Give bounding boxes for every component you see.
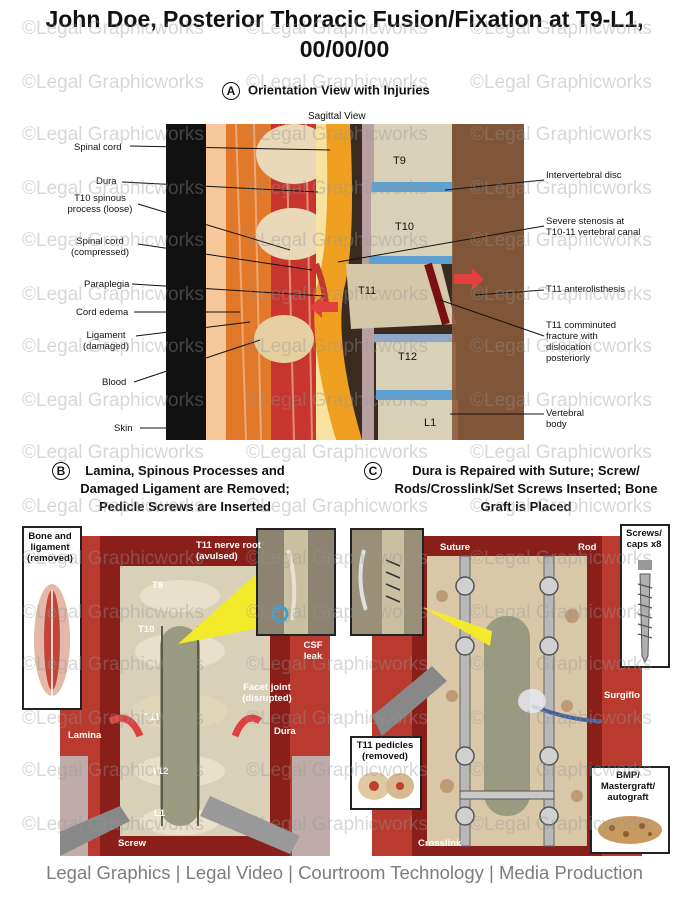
sagittal-svg xyxy=(166,124,524,440)
suture-inset-svg xyxy=(352,530,422,634)
label-skin: Skin xyxy=(114,423,133,434)
label-spinal-cord: Spinal cord xyxy=(74,142,122,153)
label-b-dura: Dura xyxy=(274,726,296,737)
nerve-inset-svg xyxy=(258,530,334,634)
section-c-marker: C xyxy=(364,462,390,480)
label-ligament-damaged: Ligament (damaged) xyxy=(83,330,129,352)
panel-b-inset-nerve xyxy=(256,528,336,636)
panel-b-inset-bone xyxy=(22,526,82,710)
label-cord-edema: Cord edema xyxy=(76,307,129,318)
label-csf-leak: CSF leak xyxy=(303,640,323,662)
section-c-caption: Dura is Repaired with Suture; Screw/ Rod… xyxy=(394,463,658,514)
label-blood: Blood xyxy=(102,377,127,388)
label-suture: Suture xyxy=(440,542,471,553)
sagittal-illustration xyxy=(166,124,524,440)
label-t11-anterolisthesis: T11 anterolisthesis xyxy=(546,284,626,295)
vertebra-t9: T9 xyxy=(393,155,406,167)
footer-services: Legal Graphics | Legal Video | Courtroom… xyxy=(46,862,643,883)
bmp-inset-svg xyxy=(598,816,662,844)
panel-c-inset-pedicles xyxy=(350,736,422,810)
label-rod: Rod xyxy=(578,542,597,553)
label-surgiflo: Surgiflo xyxy=(604,690,640,701)
section-b-caption: Lamina, Spinous Processes and Damaged Li… xyxy=(80,463,290,514)
vertebra-l1: L1 xyxy=(424,417,437,429)
label-t11-pedicles: T11 pedicles (removed) xyxy=(356,740,414,762)
page-date: 00/00/00 xyxy=(299,36,390,62)
label-paraplegia: Paraplegia xyxy=(84,279,130,290)
panel-c-inset-suture xyxy=(350,528,424,636)
section-a-title: Orientation View with Injuries xyxy=(248,82,430,98)
section-c-letter: C xyxy=(364,462,382,480)
label-b-l1: L1 xyxy=(154,808,166,819)
vertebra-t12: T12 xyxy=(398,351,417,363)
sagittal-view-label: Sagittal View xyxy=(308,111,366,122)
section-b-letter: B xyxy=(52,462,70,480)
label-b-t9: T9 xyxy=(152,580,164,591)
label-t10-spinous: T10 spinous process (loose) xyxy=(67,193,133,215)
page-title: John Doe, Posterior Thoracic Fusion/Fixa… xyxy=(45,6,644,32)
label-facet-joint: Facet joint (disrupted) xyxy=(242,682,292,704)
label-b-t12: T12 xyxy=(152,766,169,777)
label-cord-compressed: Spinal cord (compressed) xyxy=(70,236,130,258)
label-lamina: Lamina xyxy=(68,730,102,741)
label-b-t10: T10 xyxy=(138,624,155,635)
label-t11-nerve-root: T11 nerve root (avulsed) xyxy=(196,540,261,562)
pedicles-inset-svg xyxy=(358,772,414,800)
label-bone-ligament-removed: Bone and ligament (removed) xyxy=(27,531,73,564)
label-severe-stenosis: Severe stenosis at T10-11 vertebral cana… xyxy=(546,216,641,238)
panel-c-svg xyxy=(372,536,642,856)
label-bmp-graft: BMP/ Mastergraft/ autograft xyxy=(600,770,656,803)
panel-c-inset-bmp xyxy=(590,766,670,854)
section-a-heading: A Orientation View with Injuries xyxy=(222,82,430,100)
section-a-letter: A xyxy=(222,82,240,100)
panel-c-inset-screws xyxy=(620,524,670,668)
section-b-marker: B xyxy=(52,462,78,480)
label-dura: Dura xyxy=(96,176,117,187)
label-screws-caps: Screws/ caps x8 xyxy=(626,528,662,550)
label-b-t11: T11 xyxy=(144,712,160,723)
label-vertebral-body: Vertebral body xyxy=(546,408,585,430)
screw-inset-svg xyxy=(637,560,653,664)
label-crosslink: Crosslink xyxy=(418,838,462,849)
vertebra-t10: T10 xyxy=(395,221,414,233)
bone-inset-svg xyxy=(34,584,70,698)
label-t11-comminuted: T11 comminuted fracture with dislocation… xyxy=(546,320,617,364)
label-intervertebral-disc: Intervertebral disc xyxy=(546,170,622,181)
vertebra-t11: T11 xyxy=(358,285,377,297)
label-b-screw: Screw xyxy=(118,838,146,849)
